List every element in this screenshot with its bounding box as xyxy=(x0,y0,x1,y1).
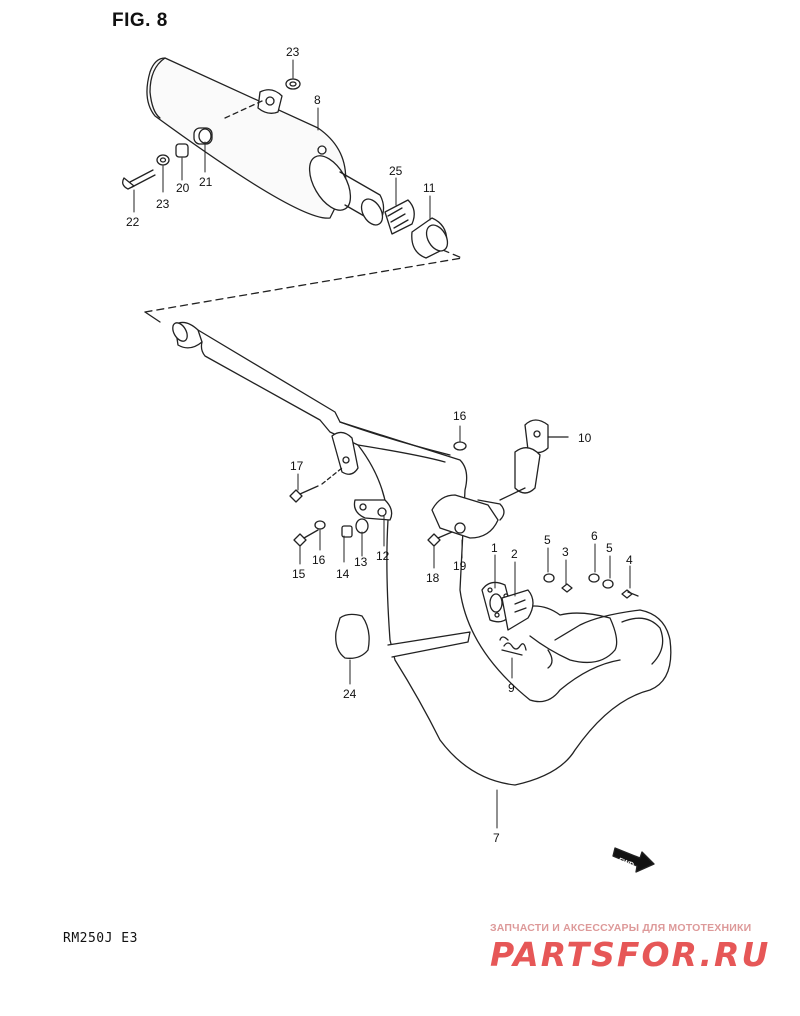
part-label-21: 21 xyxy=(199,175,213,189)
part-label-23a: 23 xyxy=(286,45,300,59)
part-label-2: 2 xyxy=(511,547,518,561)
part-label-15: 15 xyxy=(292,567,306,581)
part-label-14: 14 xyxy=(336,567,350,581)
fwd-arrow xyxy=(612,847,655,873)
part-label-12: 12 xyxy=(376,549,390,563)
model-label: RM250J E3 xyxy=(63,931,138,946)
part-label-3: 3 xyxy=(562,545,569,559)
part-label-9: 9 xyxy=(508,681,515,695)
watermark-tagline: ЗАПЧАСТИ И АКСЕССУАРЫ ДЛЯ МОТОТЕХНИКИ xyxy=(490,922,752,934)
watermark-brand: PARTSFOR.RU xyxy=(490,935,771,974)
part-labels: 23 8 25 11 21 20 23 22 17 15 16 14 13 12… xyxy=(126,45,635,869)
leader-lines xyxy=(133,59,631,829)
part-label-24: 24 xyxy=(343,687,357,701)
clamp-drawing xyxy=(431,494,505,539)
assembly-guide-line-end xyxy=(144,311,161,323)
part-label-23b: 23 xyxy=(156,197,170,211)
exhaust-pipe-drawing xyxy=(172,321,672,786)
gasket-drawing xyxy=(335,613,370,659)
part-label-7: 7 xyxy=(493,831,500,845)
hanger-bracket-drawing xyxy=(499,419,569,501)
part-label-16a: 16 xyxy=(453,409,467,423)
part-label-4: 4 xyxy=(626,553,633,567)
figure-title: FIG. 8 xyxy=(112,10,168,31)
mounting-plate-drawing xyxy=(314,431,393,538)
part-label-19: 19 xyxy=(453,559,467,573)
silencer-small-parts xyxy=(122,78,449,259)
part-label-10: 10 xyxy=(578,431,592,445)
part-label-13: 13 xyxy=(354,555,368,569)
part-label-5a: 5 xyxy=(544,533,551,547)
flange-parts-drawing xyxy=(481,581,534,656)
part-label-17: 17 xyxy=(290,459,304,473)
part-label-11: 11 xyxy=(423,181,436,195)
part-label-20: 20 xyxy=(176,181,190,195)
part-label-16b: 16 xyxy=(312,553,326,567)
silencer-drawing xyxy=(146,57,385,226)
part-label-18: 18 xyxy=(426,571,440,585)
assembly-guide-line xyxy=(144,247,463,313)
part-label-1: 1 xyxy=(491,541,498,555)
part-label-6: 6 xyxy=(591,529,598,543)
part-label-8: 8 xyxy=(314,93,321,107)
part-label-22: 22 xyxy=(126,215,140,229)
part-label-5b: 5 xyxy=(606,541,613,555)
part-label-25: 25 xyxy=(389,164,403,178)
